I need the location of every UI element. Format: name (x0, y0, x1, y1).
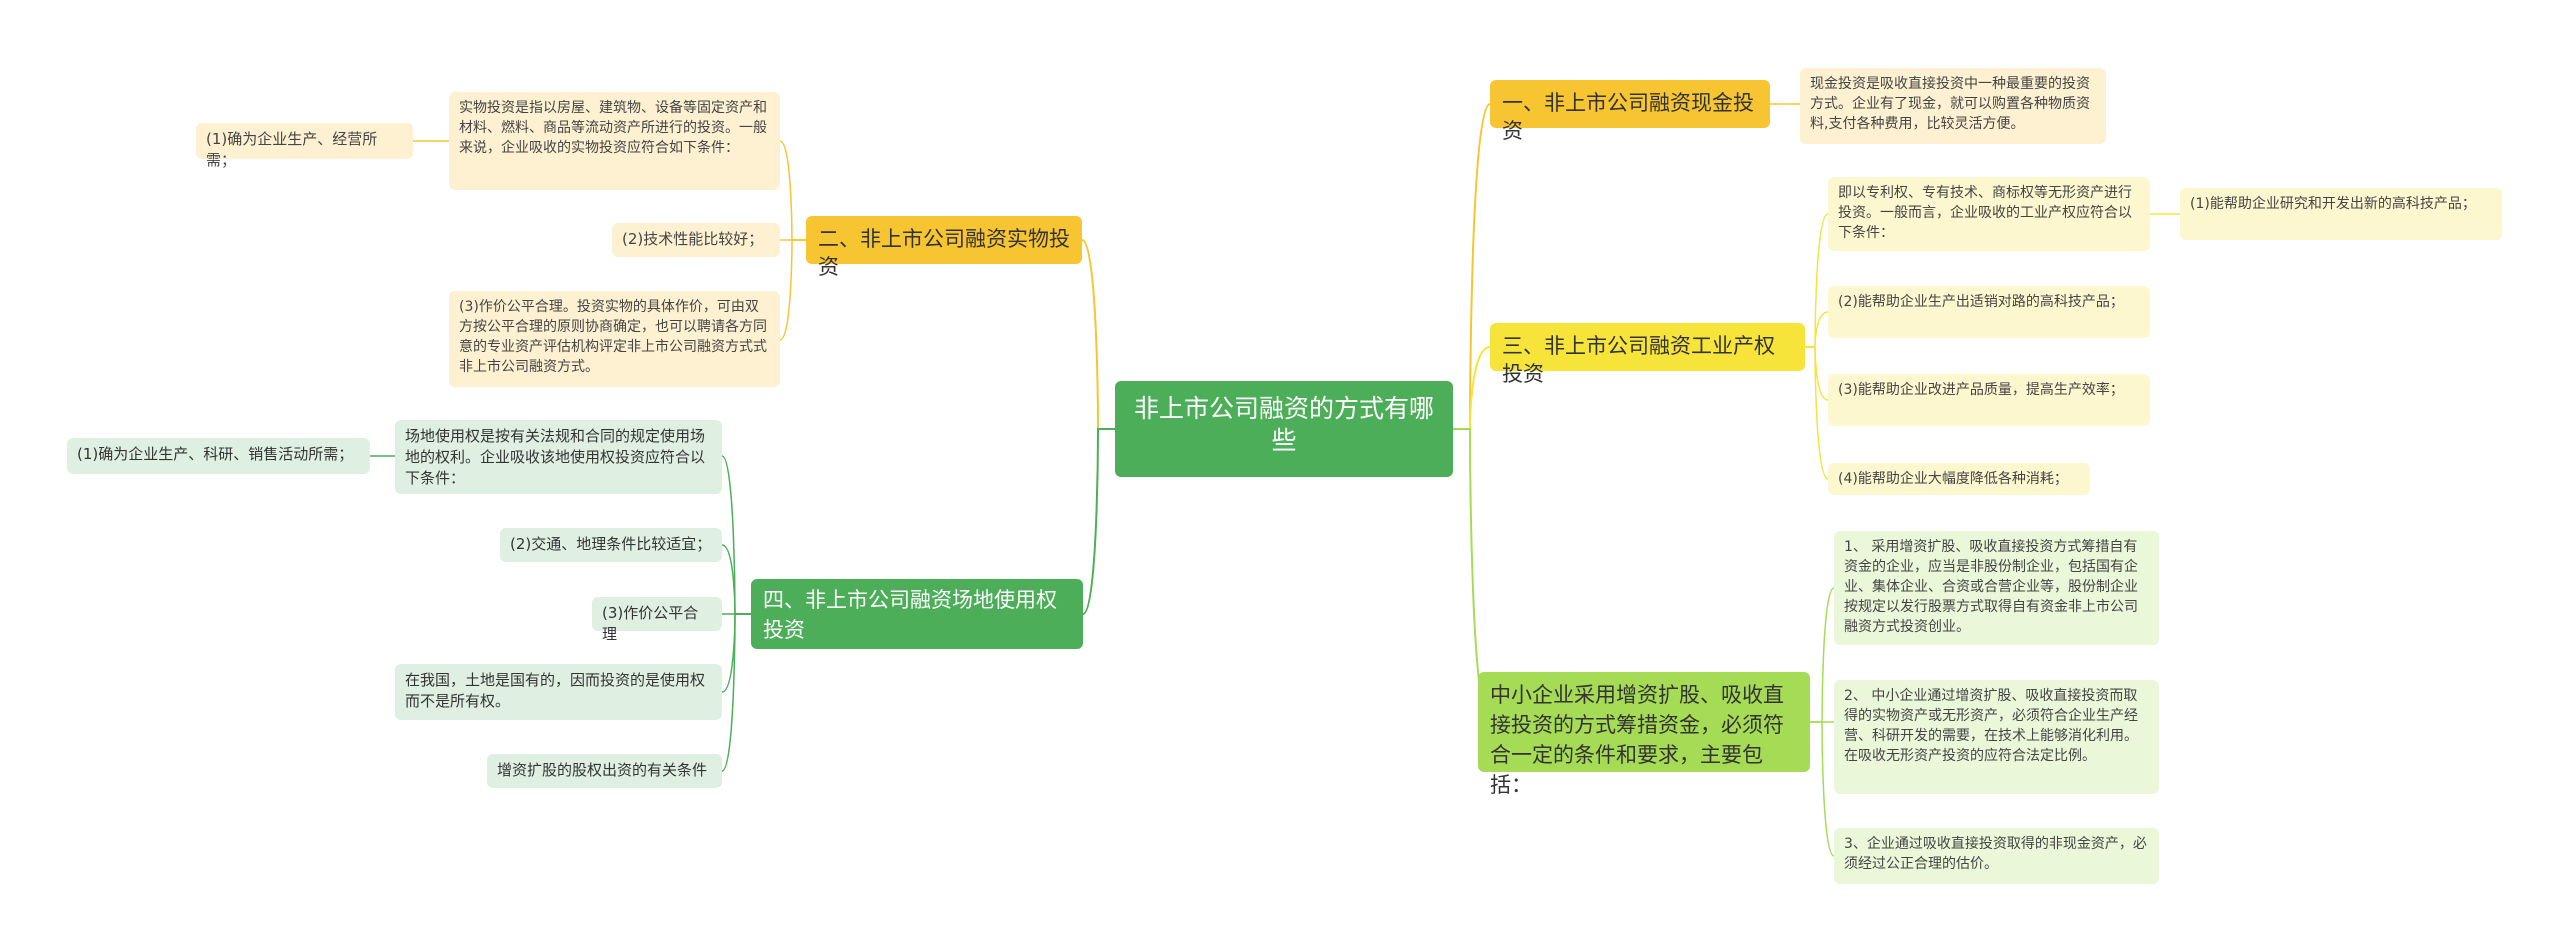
link-land-desc (721, 455, 751, 615)
ip-condition-3[interactable]: (3)能帮助企业改进产品质量，提高生产效率； (1828, 374, 2150, 426)
sme-requirement-3[interactable]: 3、企业通过吸收直接投资取得的非现金资产，必须经过公正合理的估价。 (1834, 828, 2159, 884)
link-sme-item1 (1810, 587, 1835, 723)
branch-land-use-investment[interactable]: 四、非上市公司融资场地使用权投资 (751, 579, 1083, 649)
branch-physical-investment[interactable]: 二、非上市公司融资实物投资 (806, 216, 1082, 279)
link-physical-desc (779, 140, 806, 241)
link-land-note2 (721, 613, 751, 772)
sme-requirement-1[interactable]: 1、 采用增资扩股、吸收直接投资方式筹措自有资金的企业，应当是非股份制企业，包括… (1834, 531, 2159, 645)
root-topic[interactable]: 非上市公司融资的方式有哪些 (1115, 381, 1453, 477)
link-root-land (1082, 428, 1115, 615)
ip-condition-2[interactable]: (2)能帮助企业生产出适销对路的高科技产品； (1828, 286, 2150, 338)
ip-condition-4[interactable]: (4)能帮助企业大幅度降低各种消耗； (1828, 463, 2090, 495)
land-note-equity[interactable]: 增资扩股的股权出资的有关条件 (487, 754, 722, 788)
link-root-physical (1081, 239, 1115, 430)
link-physical-cond3 (779, 239, 806, 341)
link-land-cond2 (721, 544, 751, 615)
land-description[interactable]: 场地使用权是按有关法规和合同的规定使用场地的权利。企业吸收该地使用权投资应符合以… (395, 420, 722, 494)
land-condition-3[interactable]: (3)作价公平合理 (592, 597, 722, 643)
branch-ip-investment[interactable]: 三、非上市公司融资工业产权投资 (1490, 323, 1805, 386)
ip-condition-1[interactable]: (1)能帮助企业研究和开发出新的高科技产品； (2180, 188, 2502, 240)
link-ip-cond4 (1805, 346, 1829, 480)
ip-description[interactable]: 即以专利权、专有技术、商标权等无形资产进行投资。一般而言，企业吸收的工业产权应符… (1828, 177, 2150, 251)
physical-condition-3[interactable]: (3)作价公平合理。投资实物的具体作价，可由双方按公平合理的原则协商确定，也可以… (449, 291, 780, 387)
link-root-cash (1453, 103, 1491, 430)
link-root-ip (1453, 346, 1491, 430)
branch-cash-investment[interactable]: 一、非上市公司融资现金投资 (1490, 80, 1770, 143)
sme-requirement-2[interactable]: 2、 中小企业通过增资扩股、吸收直接投资而取得的实物资产或无形资产，必须符合企业… (1834, 680, 2159, 794)
land-condition-2[interactable]: (2)交通、地理条件比较适宜； (500, 528, 722, 562)
branch-sme-requirements[interactable]: 中小企业采用增资扩股、吸收直接投资的方式筹措资金，必须符合一定的条件和要求，主要… (1478, 672, 1810, 797)
cash-description[interactable]: 现金投资是吸收直接投资中一种最重要的投资方式。企业有了现金，就可以购置各种物质资… (1800, 68, 2106, 144)
link-land-note1 (721, 613, 751, 693)
link-ip-cond2 (1805, 311, 1829, 348)
physical-condition-1[interactable]: (1)确为企业生产、经营所需； (196, 123, 413, 169)
land-note-ownership[interactable]: 在我国，土地是国有的，因而投资的是使用权而不是所有权。 (395, 664, 722, 720)
physical-condition-2[interactable]: (2)技术性能比较好； (612, 223, 780, 257)
land-condition-1[interactable]: (1)确为企业生产、科研、销售活动所需； (67, 438, 370, 474)
physical-description[interactable]: 实物投资是指以房屋、建筑物、设备等固定资产和材料、燃料、商品等流动资产所进行的投… (449, 92, 780, 190)
link-sme-item3 (1810, 721, 1835, 857)
